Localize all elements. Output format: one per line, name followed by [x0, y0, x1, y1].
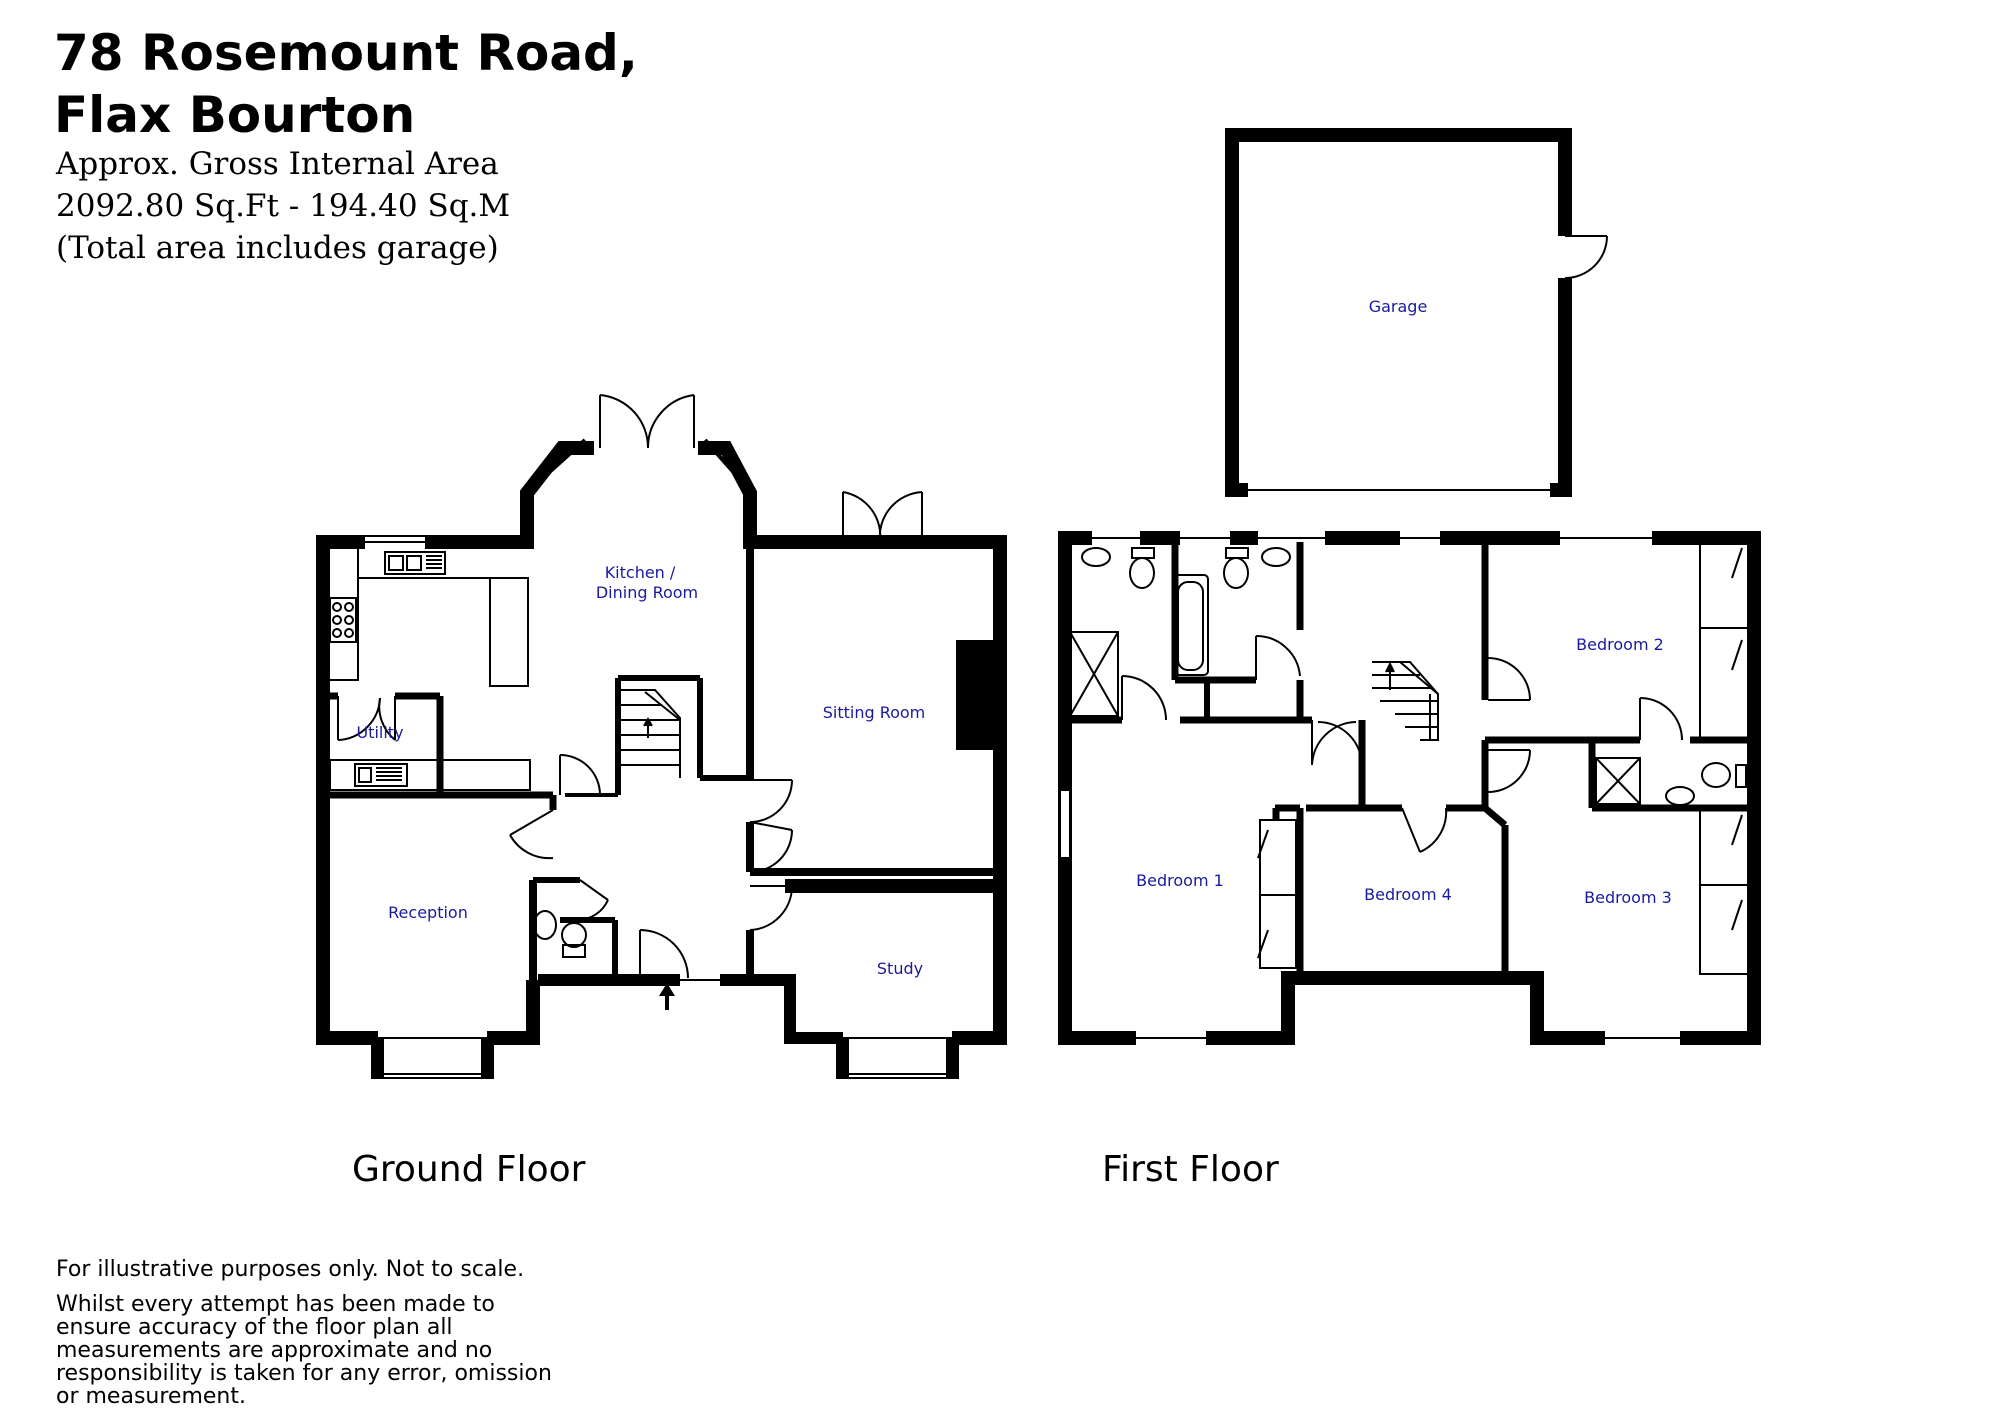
- area-summary: Approx. Gross Internal Area 2092.80 Sq.F…: [56, 143, 510, 269]
- first-floor-plan: [1058, 531, 1761, 1045]
- kitchen-french-doors-icon: [599, 394, 695, 449]
- bath-icon: [1172, 574, 1209, 676]
- kitchen-sink-icon: [384, 551, 446, 575]
- garage-plan: [1225, 128, 1608, 497]
- wc-icon: [533, 910, 587, 958]
- area-value: 2092.80 Sq.Ft - 194.40 Sq.M: [56, 188, 511, 224]
- sitting-french-doors-icon: [842, 491, 923, 543]
- garage-door-icon: [1564, 235, 1608, 279]
- basin-icons: [1081, 547, 1695, 806]
- disclaimer-line-2: Whilst every attempt has been made to en…: [56, 1292, 552, 1409]
- wardrobe-icons: [1259, 541, 1751, 975]
- hob-icon: [329, 597, 357, 643]
- door-swings: [337, 696, 794, 980]
- entrance-arrow-icon: [659, 983, 675, 1010]
- bedroom3-label: Bedroom 3: [1584, 888, 1672, 907]
- disclaimer-line-1: For illustrative purposes only. Not to s…: [56, 1257, 525, 1282]
- kitchen-label-line1: Kitchen /: [605, 563, 676, 582]
- room-labels: Kitchen / Dining Room Utility Sitting Ro…: [356, 297, 1671, 978]
- bedroom1-label: Bedroom 1: [1136, 871, 1224, 890]
- shower-icon: [1069, 631, 1641, 805]
- bedroom2-label: Bedroom 2: [1576, 635, 1664, 654]
- ground-floor-caption: Ground Floor: [352, 1149, 586, 1190]
- title-line-2: Flax Bourton: [54, 86, 416, 144]
- first-stairs-icon: [1372, 661, 1439, 741]
- sitting-room-label: Sitting Room: [823, 703, 926, 722]
- first-floor-caption: First Floor: [1102, 1149, 1279, 1190]
- kitchen-label-line2: Dining Room: [596, 583, 698, 602]
- area-note: (Total area includes garage): [56, 230, 499, 266]
- ground-stairs-icon: [618, 689, 681, 778]
- study-label: Study: [877, 959, 923, 978]
- title-line-1: 78 Rosemount Road,: [54, 24, 638, 82]
- property-title: 78 Rosemount Road, Flax Bourton: [54, 22, 638, 146]
- utility-label: Utility: [356, 723, 403, 742]
- utility-sink-icon: [354, 763, 408, 787]
- bedroom4-label: Bedroom 4: [1364, 885, 1452, 904]
- disclaimer: For illustrative purposes only. Not to s…: [56, 1257, 576, 1408]
- reception-label: Reception: [388, 903, 468, 922]
- first-floor-door-swings: [1121, 547, 1743, 959]
- garage-label: Garage: [1369, 297, 1428, 316]
- ground-floor-plan: [316, 394, 1007, 1079]
- area-label: Approx. Gross Internal Area: [56, 146, 499, 182]
- toilet-icons: [1129, 547, 1747, 788]
